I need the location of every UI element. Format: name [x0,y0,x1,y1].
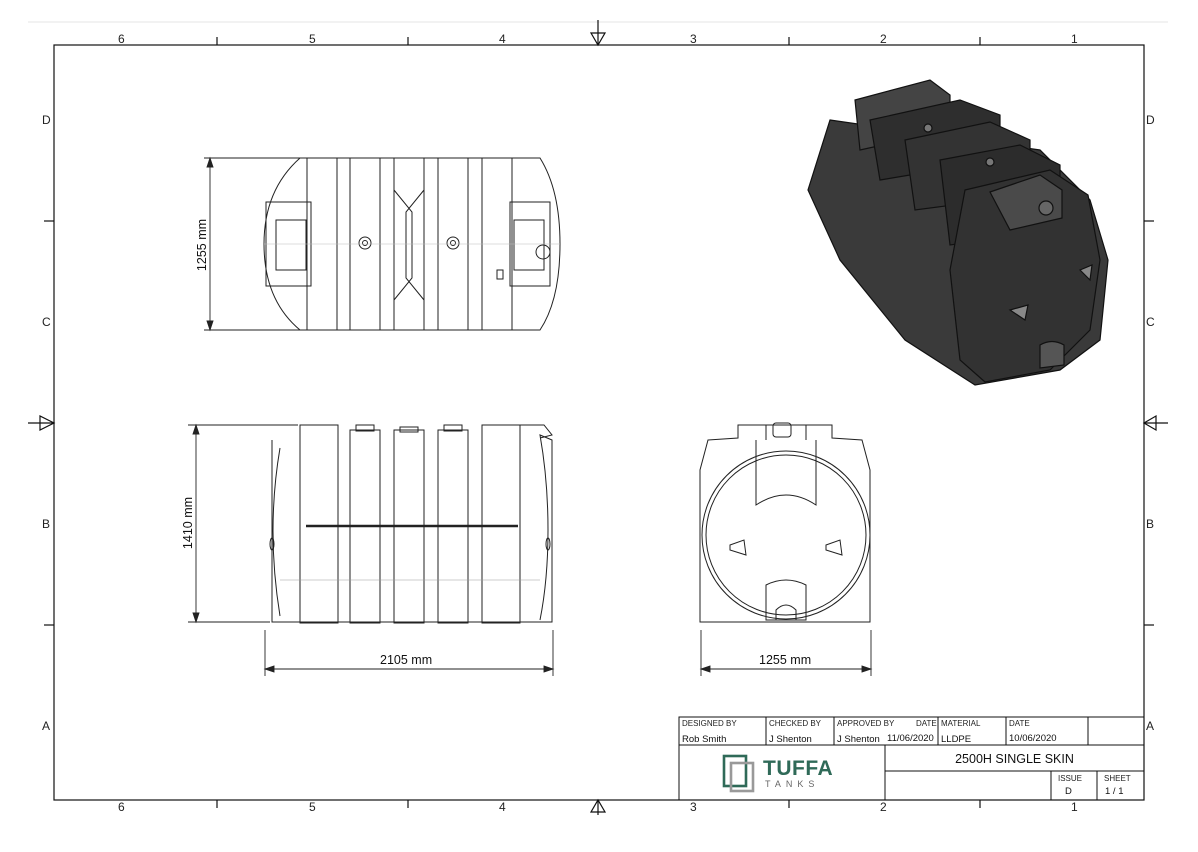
end-view [699,422,871,623]
dim-label-top-view-width: 1255 mm [195,218,209,272]
material-label: MATERIAL [941,719,981,728]
approved-date-label: DATE [916,719,937,728]
row-label-left-d: D [42,113,51,127]
top-view [263,157,561,331]
title-block-lines [678,716,1145,801]
date-label: DATE [1009,719,1030,728]
centering-marks [28,20,1168,815]
col-label-top-1: 1 [1071,32,1078,46]
col-label-bottom-4: 4 [499,800,506,814]
brand-name: TUFFA [763,757,834,780]
dim-side-length [263,630,555,676]
issue-label: ISSUE [1058,774,1083,783]
col-label-bottom-3: 3 [690,800,697,814]
col-label-bottom-6: 6 [118,800,125,814]
col-label-top-4: 4 [499,32,506,46]
checked-by-value: J Shenton [769,734,812,745]
checked-by-label: CHECKED BY [769,719,822,728]
col-label-top-6: 6 [118,32,125,46]
brand-logo-mark [722,754,755,793]
col-label-top-2: 2 [880,32,887,46]
date-value: 10/06/2020 [1009,733,1057,744]
brand-sub: TANKS [765,779,820,789]
sheet-label: SHEET [1104,774,1131,783]
iso-view [807,79,1109,386]
dim-label-side-length: 2105 mm [380,653,433,667]
dim-end-width [699,630,873,676]
side-view [269,424,553,624]
dim-label-side-height: 1410 mm [181,496,195,550]
sheet-value: 1 / 1 [1105,786,1124,797]
col-label-bottom-1: 1 [1071,800,1078,814]
approved-by-value: J Shenton [837,734,880,745]
dim-label-end-width: 1255 mm [759,653,812,667]
col-label-bottom-5: 5 [309,800,316,814]
approved-date-value: 11/06/2020 [887,733,934,744]
designed-by-label: DESIGNED BY [682,719,737,728]
drawing-title: 2500H SINGLE SKIN [955,752,1074,766]
dim-side-height [188,423,298,624]
row-label-right-c: C [1146,315,1155,329]
dim-top-view [204,156,300,332]
col-label-top-5: 5 [309,32,316,46]
col-label-bottom-2: 2 [880,800,887,814]
material-value: LLDPE [941,734,972,745]
row-label-left-a: A [42,719,51,733]
approved-by-label: APPROVED BY [837,719,895,728]
row-label-left-b: B [42,517,51,531]
row-label-right-a: A [1146,719,1155,733]
row-label-right-d: D [1146,113,1155,127]
designed-by-value: Rob Smith [682,734,727,745]
row-label-left-c: C [42,315,51,329]
issue-value: D [1065,786,1072,797]
row-label-right-b: B [1146,517,1155,531]
col-label-top-3: 3 [690,32,697,46]
